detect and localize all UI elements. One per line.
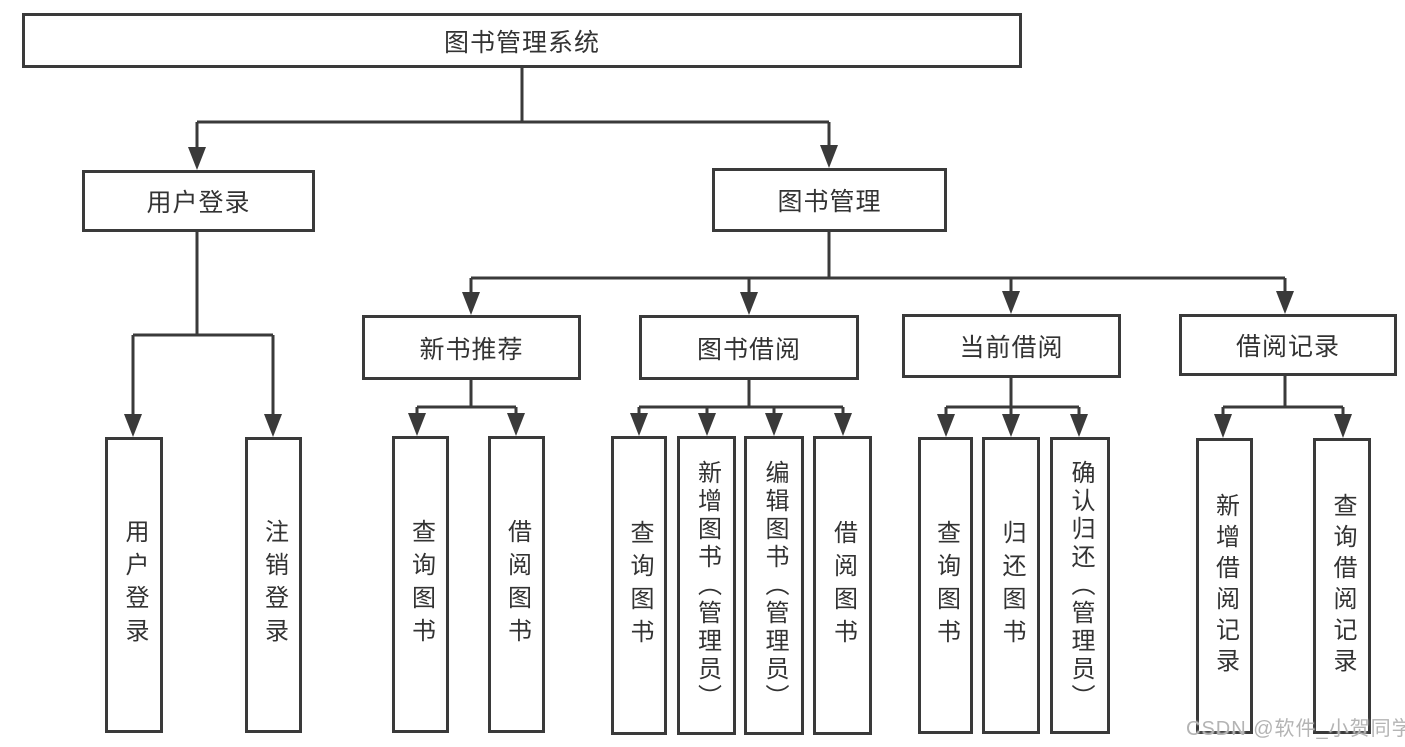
node-current-borrowing: 当前借阅 — [902, 314, 1121, 378]
leaf-query-borrow-record-label: 查询借阅记录 — [1329, 493, 1356, 679]
leaf-add-borrow-record: 新增借阅记录 — [1196, 438, 1253, 734]
node-book-management-label: 图书管理 — [777, 188, 882, 216]
leaf-borrow-books: 借阅图书 — [813, 436, 872, 735]
leaf-add-book-admin-label: 新增图书（管理员） — [693, 459, 721, 712]
node-borrowing-records-label: 借阅记录 — [1235, 333, 1340, 361]
leaf-query-books-borrow: 查询图书 — [611, 436, 667, 735]
leaf-logout-label: 注销登录 — [260, 519, 288, 651]
node-new-book-recommendation: 新书推荐 — [362, 315, 581, 380]
leaf-query-books-current-label: 查询图书 — [932, 519, 960, 652]
csdn-watermark: CSDN @软件_小贺同学 — [1186, 718, 1405, 740]
leaf-borrow-books-recommend-label: 借阅图书 — [503, 518, 531, 651]
leaf-query-borrow-record: 查询借阅记录 — [1313, 438, 1371, 734]
leaf-user-login: 用户登录 — [105, 437, 163, 733]
leaf-query-books-recommend: 查询图书 — [392, 436, 449, 733]
leaf-query-books-current: 查询图书 — [918, 437, 973, 734]
leaf-borrow-books-recommend: 借阅图书 — [488, 436, 545, 733]
node-root: 图书管理系统 — [22, 13, 1022, 68]
leaf-edit-book-admin-label: 编辑图书（管理员） — [761, 459, 788, 712]
leaf-borrow-books-label: 借阅图书 — [829, 519, 857, 652]
node-user-login: 用户登录 — [82, 170, 315, 232]
leaf-confirm-return-admin: 确认归还（管理员） — [1050, 437, 1110, 734]
leaf-logout: 注销登录 — [245, 437, 302, 733]
leaf-return-books-label: 归还图书 — [998, 519, 1025, 652]
leaf-query-books-borrow-label: 查询图书 — [626, 519, 653, 652]
leaf-user-login-label: 用户登录 — [121, 519, 148, 651]
leaf-confirm-return-admin-label: 确认归还（管理员） — [1067, 459, 1094, 712]
node-borrowing-records: 借阅记录 — [1179, 314, 1397, 376]
node-user-login-label: 用户登录 — [146, 189, 251, 217]
leaf-add-borrow-record-label: 新增借阅记录 — [1211, 493, 1239, 679]
leaf-return-books: 归还图书 — [982, 437, 1040, 734]
leaf-edit-book-admin: 编辑图书（管理员） — [744, 436, 804, 735]
arrowheads — [124, 145, 1352, 438]
node-root-label: 图书管理系统 — [443, 28, 600, 57]
node-new-book-recommendation-label: 新书推荐 — [419, 335, 524, 364]
node-current-borrowing-label: 当前借阅 — [959, 334, 1064, 362]
leaf-add-book-admin: 新增图书（管理员） — [677, 436, 736, 735]
node-book-borrowing: 图书借阅 — [639, 315, 859, 380]
leaf-query-books-recommend-label: 查询图书 — [407, 518, 435, 651]
node-book-borrowing-label: 图书借阅 — [696, 335, 801, 364]
node-book-management: 图书管理 — [712, 168, 947, 232]
